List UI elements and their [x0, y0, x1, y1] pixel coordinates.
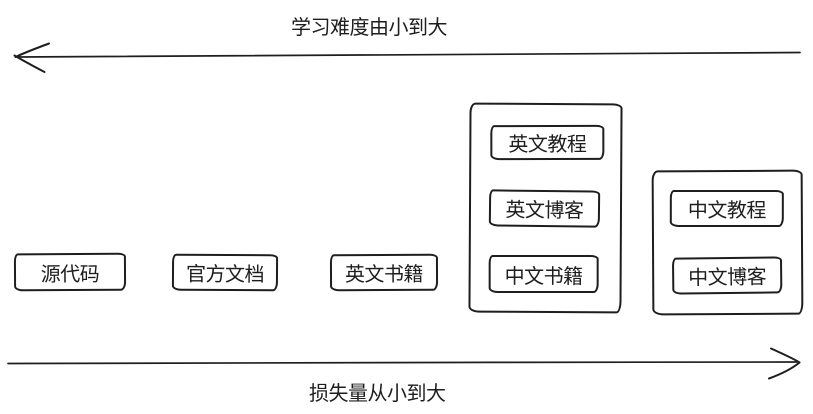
box-english-books: 英文书籍: [329, 253, 439, 292]
box-official-docs: 官方文档: [171, 253, 279, 292]
box-source-code-label: 源代码: [40, 263, 100, 286]
box-chinese-blogs: 中文博客: [671, 256, 783, 295]
loss-axis-label: 损失量从小到大: [309, 383, 446, 405]
group-chinese-resources: 中文教程 中文博客: [651, 169, 804, 316]
box-chinese-tutorials: 中文教程: [669, 189, 784, 228]
box-english-books-label: 英文书籍: [344, 263, 424, 287]
box-english-tutorials: 英文教程: [490, 124, 605, 161]
box-english-blogs: 英文博客: [488, 189, 601, 228]
box-chinese-tutorials-label: 中文教程: [687, 199, 766, 223]
box-english-blogs-label: 英文博客: [505, 199, 584, 223]
box-source-code: 源代码: [13, 252, 127, 292]
right-arrow-icon: [7, 347, 801, 380]
box-official-docs-label: 官方文档: [185, 263, 265, 287]
difficulty-axis-label: 学习难度由小到大: [291, 17, 448, 39]
box-chinese-blogs-label: 中文博客: [688, 266, 767, 290]
left-arrow-icon: [13, 42, 801, 73]
box-english-tutorials-label: 英文教程: [508, 133, 587, 157]
box-chinese-books-label: 中文书籍: [504, 265, 583, 288]
group-english-resources: 英文教程 英文博客 中文书籍: [468, 102, 623, 314]
box-chinese-books: 中文书籍: [488, 254, 599, 293]
